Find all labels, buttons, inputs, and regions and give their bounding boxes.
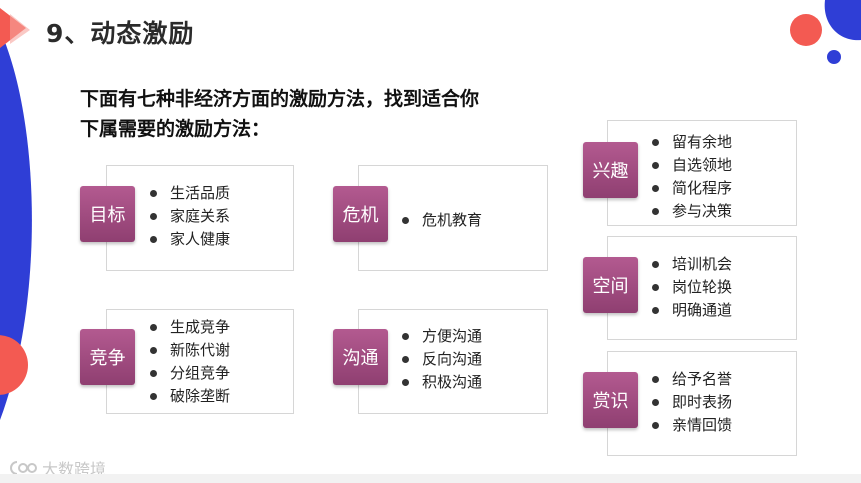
tag-interest: 兴趣 (583, 142, 638, 198)
list-item: 家人健康 (150, 228, 230, 251)
list-item: 即时表扬 (652, 391, 732, 414)
list-item: 生成竞争 (150, 316, 230, 339)
list-space: 培训机会 岗位轮换 明确通道 (652, 253, 732, 322)
list-item: 生活品质 (150, 182, 230, 205)
list-item: 参与决策 (652, 200, 732, 223)
list-item: 自选领地 (652, 154, 732, 177)
list-item: 明确通道 (652, 299, 732, 322)
tag-competition: 竞争 (80, 329, 135, 385)
list-item: 方便沟通 (402, 325, 482, 348)
tag-goal: 目标 (80, 186, 135, 242)
card-communication (358, 309, 548, 414)
list-crisis: 危机教育 (402, 209, 482, 232)
card-competition (106, 309, 294, 414)
tag-crisis: 危机 (333, 186, 388, 242)
slide-title: 9、动态激励 (46, 19, 195, 48)
list-item: 积极沟通 (402, 371, 482, 394)
list-item: 留有余地 (652, 131, 732, 154)
top-right-decoration (790, 0, 861, 64)
list-item: 分组竞争 (150, 362, 230, 385)
tag-appreciation: 赏识 (583, 372, 638, 428)
intro-line-2: 下属需要的激励方法： (80, 118, 271, 140)
list-goal: 生活品质 家庭关系 家人健康 (150, 182, 230, 251)
intro-text: 下面有七种非经济方面的激励方法，找到适合你 下属需要的激励方法： (80, 84, 550, 144)
card-crisis (358, 165, 548, 271)
list-communication: 方便沟通 反向沟通 积极沟通 (402, 325, 482, 394)
list-appreciation: 给予名誉 即时表扬 亲情回馈 (652, 368, 732, 437)
list-item: 危机教育 (402, 209, 482, 232)
list-item: 培训机会 (652, 253, 732, 276)
card-appreciation (607, 351, 797, 456)
tag-space: 空间 (583, 257, 638, 313)
bottom-strip (0, 474, 861, 483)
list-item: 给予名誉 (652, 368, 732, 391)
list-item: 岗位轮换 (652, 276, 732, 299)
left-decoration (0, 8, 32, 420)
list-item: 家庭关系 (150, 205, 230, 228)
list-item: 反向沟通 (402, 348, 482, 371)
list-item: 破除垄断 (150, 385, 230, 408)
intro-line-1: 下面有七种非经济方面的激励方法，找到适合你 (80, 88, 480, 110)
watermark-logo-icon (10, 461, 37, 475)
list-interest: 留有余地 自选领地 简化程序 参与决策 (652, 131, 732, 223)
list-item: 新陈代谢 (150, 339, 230, 362)
card-space (607, 236, 797, 340)
tag-communication: 沟通 (333, 329, 388, 385)
list-item: 亲情回馈 (652, 414, 732, 437)
list-competition: 生成竞争 新陈代谢 分组竞争 破除垄断 (150, 316, 230, 408)
list-item: 简化程序 (652, 177, 732, 200)
